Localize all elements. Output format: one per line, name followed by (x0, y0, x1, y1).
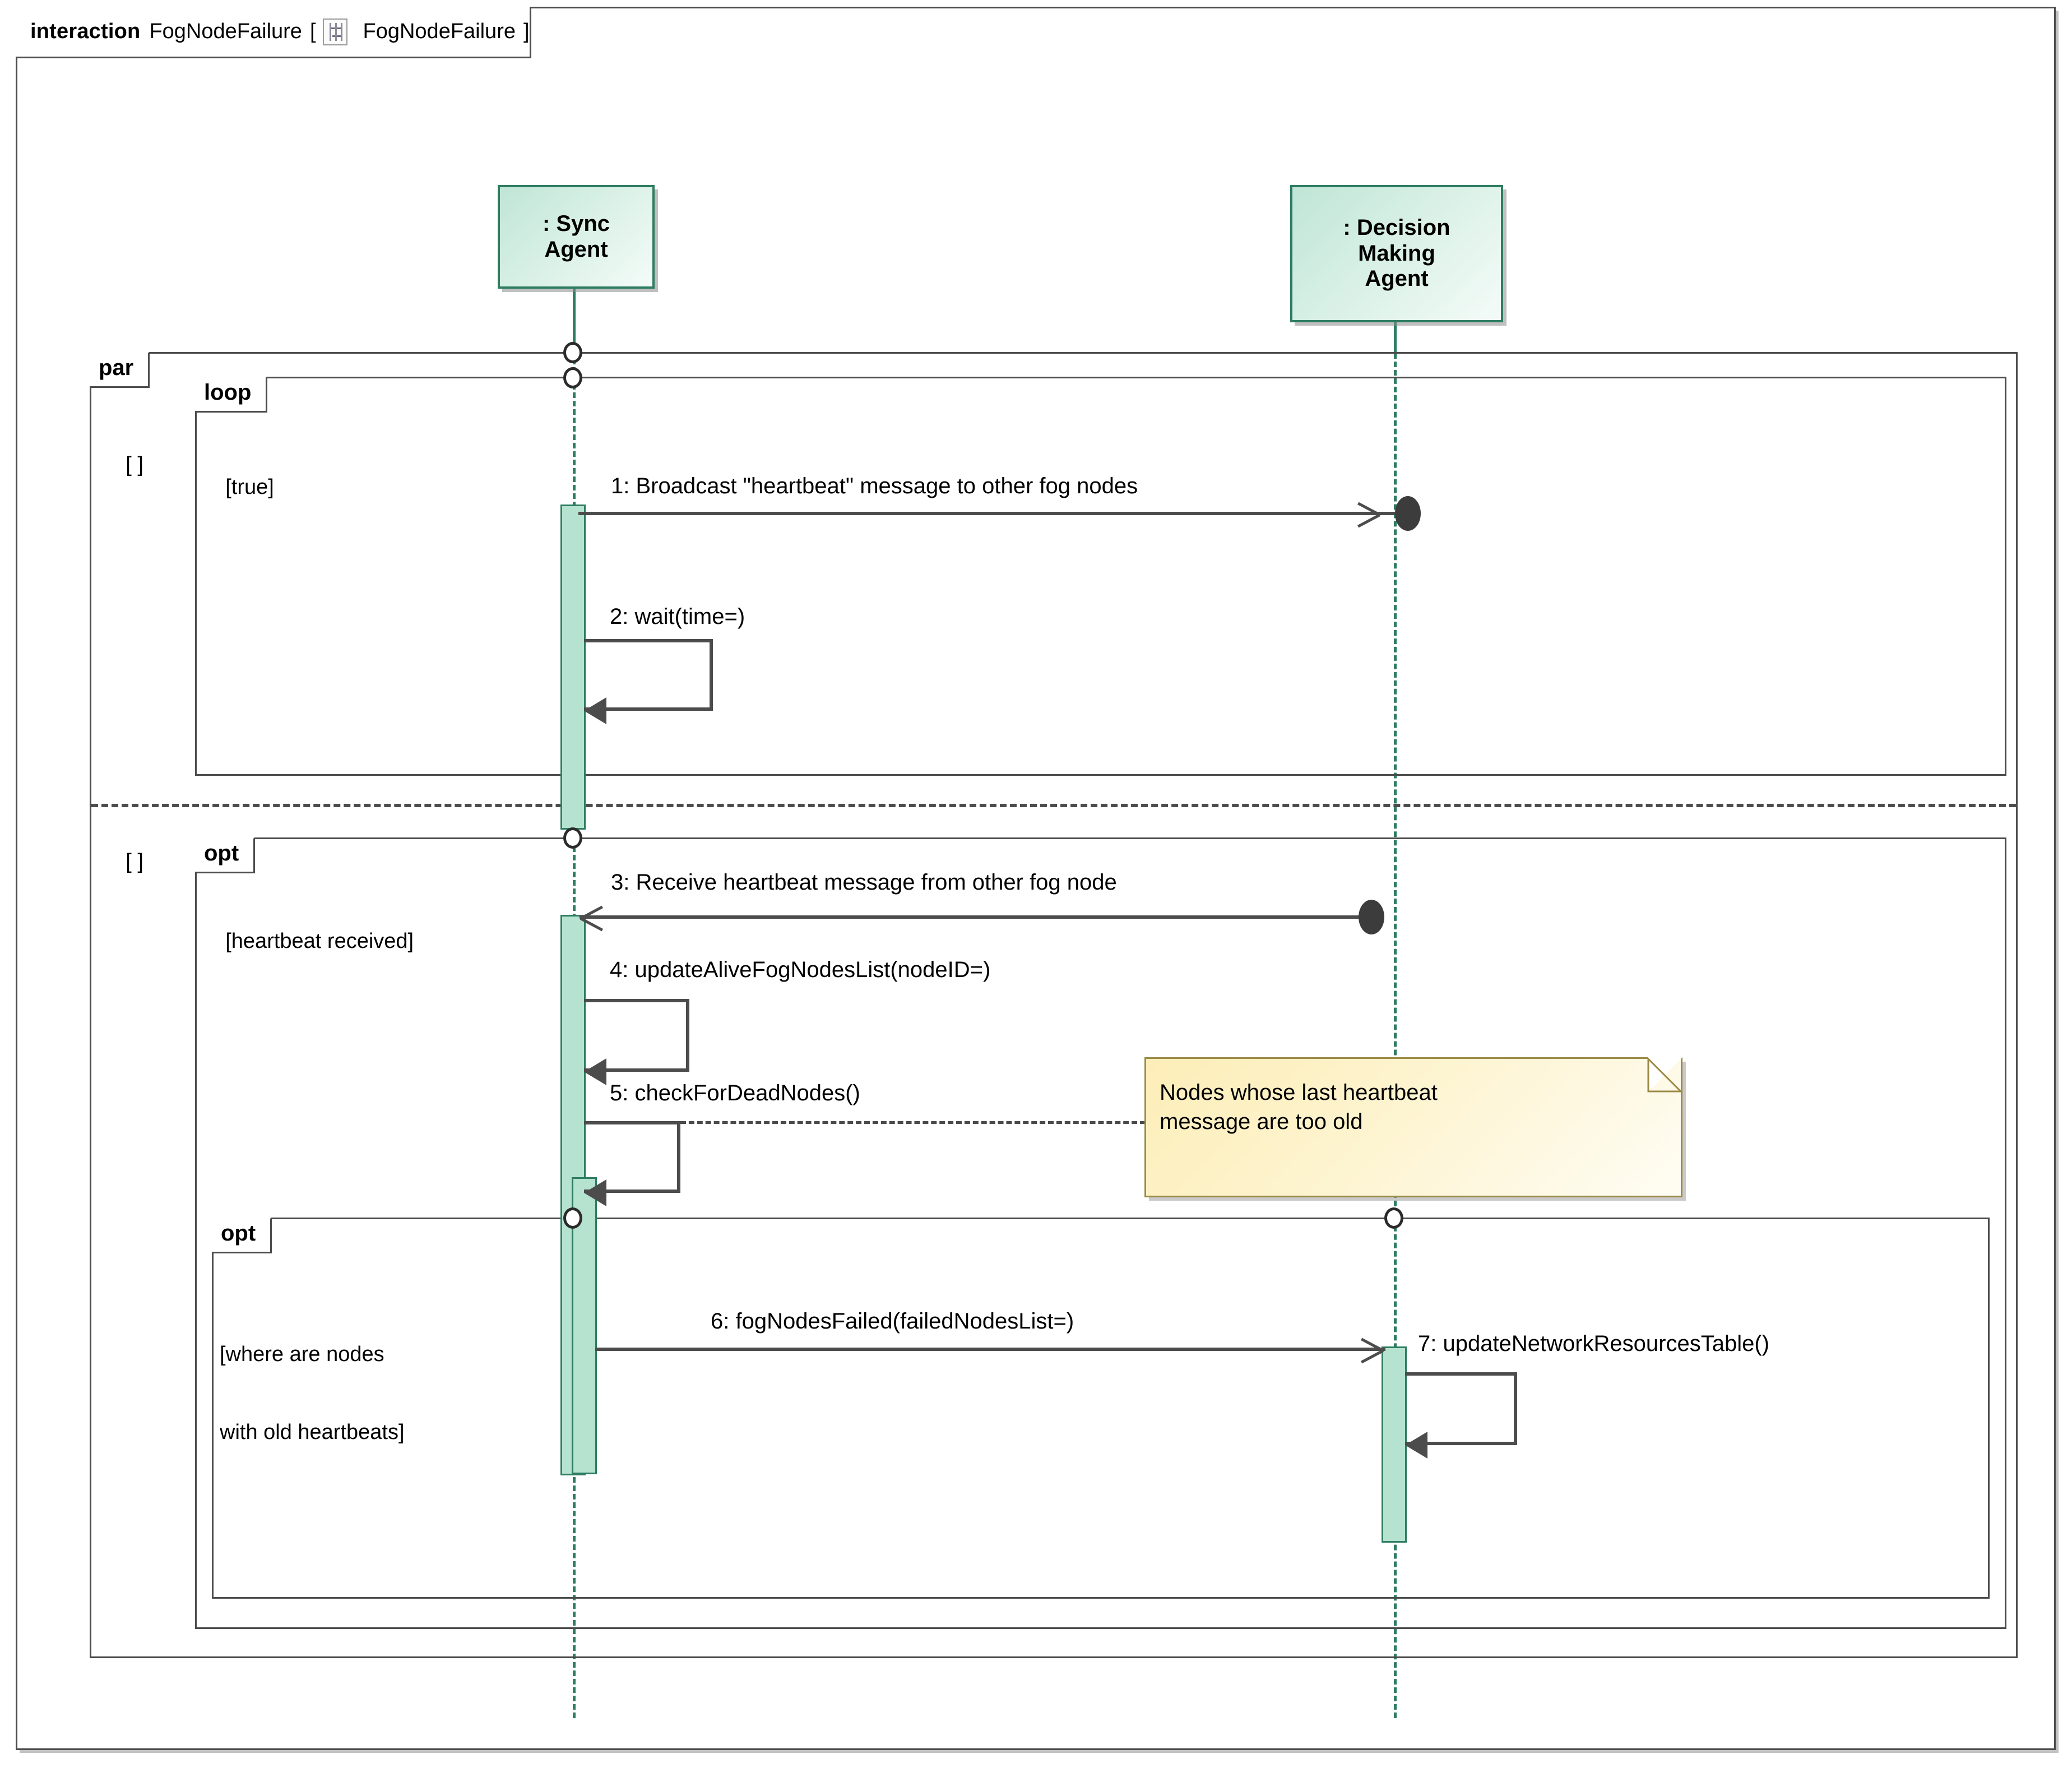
lifeline-dm-label-3: Agent (1365, 266, 1429, 291)
fragment-loop-operator: loop (204, 380, 252, 405)
message-2-arrowhead-icon (584, 697, 606, 724)
diagram-frame (16, 7, 2056, 1750)
lifeline-sync-label-2: Agent (544, 237, 608, 262)
frame-bracket-close: ] (523, 20, 530, 43)
frame-keyword: interaction (30, 20, 141, 43)
lifeline-dm-label-1: : Decision (1343, 215, 1450, 240)
gate-sync-par-top (563, 342, 582, 363)
fragment-par-label: par (90, 351, 150, 388)
fragment-loop-guard: [true] (225, 475, 274, 499)
message-5-arrowhead-icon (584, 1179, 606, 1206)
message-3-found-endpoint-icon (1359, 900, 1384, 934)
message-6-label: 6: fogNodesFailed(failedNodesList=) (711, 1309, 1074, 1334)
fragment-opt-dead-nodes-guard: [where are nodes with old heartbeats] (220, 1342, 405, 1444)
lifeline-head-decision-making-agent[interactable]: : Decision Making Agent (1290, 185, 1503, 322)
gate-sync-loop-top (563, 367, 582, 388)
fragment-opt-dead-nodes-operator: opt (221, 1221, 256, 1246)
fragment-opt-heartbeat[interactable] (195, 837, 2006, 1629)
interaction-diagram-icon (322, 18, 347, 45)
fragment-opt-dead-nodes[interactable] (212, 1218, 1990, 1599)
fragment-par-divider (91, 804, 2016, 807)
fragment-opt-dead-nodes-label: opt (212, 1217, 272, 1253)
gate-sync-opt-top (563, 827, 582, 849)
activation-sync-loop (560, 505, 586, 830)
message-3-label: 3: Receive heartbeat message from other … (611, 870, 1117, 895)
fragment-opt-heartbeat-label: opt (195, 837, 256, 873)
note-dead-nodes: Nodes whose last heartbeat message are t… (1144, 1057, 1683, 1197)
lifeline-stem-dm-solid (1394, 322, 1397, 353)
fragment-par-operator: par (99, 355, 134, 380)
message-4-arrowhead-icon (584, 1058, 606, 1085)
lifeline-stem-dm (1394, 353, 1397, 1718)
lifeline-head-sync-agent[interactable]: : Sync Agent (498, 185, 655, 289)
message-7-arrowhead-icon (1405, 1432, 1427, 1459)
lifeline-dm-label-2: Making (1358, 240, 1435, 266)
frame-diagram-name: FogNodeFailure (363, 20, 516, 43)
message-2-self-bracket[interactable] (584, 639, 713, 711)
message-5-label: 5: checkForDeadNodes() (610, 1081, 860, 1105)
message-6-line[interactable] (595, 1348, 1385, 1351)
note-text-line-1: Nodes whose last heartbeat (1160, 1080, 1438, 1105)
message-2-label: 2: wait(time=) (610, 604, 745, 629)
message-7-label: 7: updateNetworkResourcesTable() (1418, 1331, 1769, 1356)
message-1-label: 1: Broadcast "heartbeat" message to othe… (611, 474, 1138, 498)
fragment-opt-heartbeat-operator: opt (204, 841, 239, 866)
fragment-loop-label: loop (195, 376, 268, 413)
message-1-lost-endpoint-icon (1395, 496, 1421, 531)
note-fold-icon (1648, 1057, 1682, 1092)
gate-dm-opt-nested-top (1384, 1207, 1403, 1229)
gate-sync-opt-nested-top (563, 1207, 582, 1229)
message-1-line[interactable] (578, 512, 1402, 515)
message-3-line[interactable] (580, 915, 1375, 919)
lifeline-stem-sync-solid (573, 289, 576, 350)
message-4-self-bracket[interactable] (584, 999, 689, 1072)
note-anchor-line (680, 1121, 1146, 1124)
frame-bracket-open: [ (309, 20, 316, 43)
fragment-par[interactable] (90, 352, 2018, 1658)
message-7-self-bracket[interactable] (1405, 1372, 1517, 1445)
diagram-frame-header: interaction FogNodeFailure [ FogNodeFail… (16, 5, 531, 58)
fragment-par-guard-2: [ ] (126, 850, 143, 874)
fragment-loop[interactable] (195, 377, 2006, 776)
message-5-self-bracket[interactable] (584, 1121, 680, 1193)
activation-decision-making (1382, 1346, 1407, 1543)
fragment-opt-heartbeat-guard: [heartbeat received] (225, 929, 414, 954)
fragment-par-guard: [ ] (126, 453, 143, 477)
note-text-line-2: message are too old (1160, 1109, 1363, 1134)
message-4-label: 4: updateAliveFogNodesList(nodeID=) (610, 957, 991, 982)
lifeline-sync-label-1: : Sync (542, 211, 610, 236)
frame-name: FogNodeFailure (149, 20, 302, 43)
